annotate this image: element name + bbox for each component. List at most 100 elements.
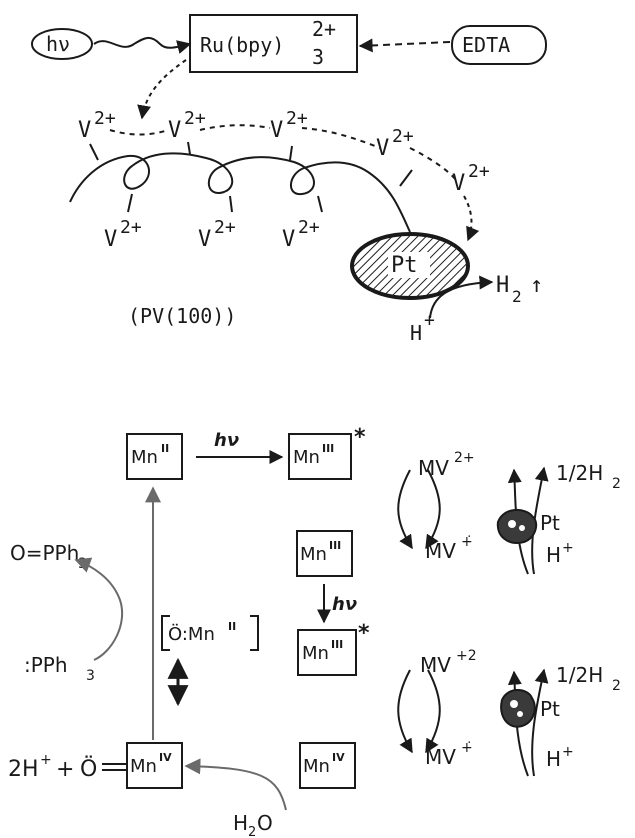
viologen-charge-6: 2+	[120, 217, 142, 238]
viologen-label-8: V	[282, 227, 295, 252]
mn2-box	[126, 433, 183, 480]
phosphine-oxide-label: O=PPh	[10, 541, 79, 565]
ru-complex-subscript: 3	[312, 45, 324, 69]
mn3-excited-oxidation: III	[322, 442, 334, 455]
proton-label-2: H	[546, 747, 561, 771]
water-o: O	[257, 811, 273, 835]
proton-label: H	[410, 321, 422, 345]
mn3-excited-label: Mn	[293, 447, 320, 468]
electron-hop-path	[109, 124, 457, 181]
pt-label-1: Pt	[540, 511, 560, 535]
plus-sign: +	[56, 757, 74, 782]
edta-label: EDTA	[462, 33, 510, 57]
viologen-charge-3: 2+	[286, 108, 308, 129]
ru-to-viologen-arrow	[137, 59, 187, 120]
mn3-label: Mn	[300, 544, 327, 565]
mn4-label-right: Mn	[303, 756, 330, 777]
phosphine-sub: 3	[86, 668, 95, 684]
bottom-scheme: Mn II hν Mn III * MV 2+ MV +̇ Pt 1/2H 2 …	[8, 425, 621, 838]
mvrad-charge-2: +̇	[461, 740, 473, 756]
pt-label: Pt	[391, 253, 418, 278]
electron-to-pt-arrow	[463, 195, 480, 242]
mn3-box	[296, 530, 353, 577]
viologen-charge-4: 2+	[392, 126, 414, 147]
mn3-excited-box-2	[297, 629, 357, 676]
mvplus2-label: MV	[420, 653, 451, 677]
pt-2-right-arrow	[531, 668, 549, 777]
pt-label-2: Pt	[540, 697, 560, 721]
water-sub: 2	[248, 825, 256, 838]
excited-star-2: *	[358, 621, 370, 646]
hv-label-1: hν	[214, 430, 239, 451]
viologen-charge-2: 2+	[184, 108, 206, 129]
mvplus2-charge: +2	[456, 648, 477, 664]
mv2-label: MV	[418, 456, 449, 480]
pt-particle-2-spot-a	[510, 700, 518, 708]
viologen-label-3: V	[270, 118, 283, 143]
pt-particle-1-spot-b	[519, 525, 525, 531]
light-source-oval	[31, 28, 93, 60]
excited-star-1: *	[354, 425, 366, 450]
viologen-charge-5: 2+	[468, 161, 490, 182]
light-label: hν	[46, 32, 70, 56]
mv-cycle-1-left-arrow	[397, 469, 413, 550]
ru-complex-charge: 2+	[312, 17, 336, 41]
h2-gas-arrow: ↑	[530, 273, 543, 298]
mn3-oxidation: III	[329, 539, 341, 552]
mv-cycle-2-right-arrow	[425, 669, 441, 754]
mv-cycle-1-right-arrow	[425, 469, 441, 550]
ru-complex-label: Ru(bpy)	[200, 33, 284, 57]
half-h2-sub-2: 2	[612, 678, 621, 694]
pt-particle-2	[500, 689, 536, 728]
viologen-label-5: V	[452, 171, 465, 196]
proton-charge: +	[424, 310, 435, 331]
mv2-charge: 2+	[454, 450, 475, 466]
mn3-excited-label-2: Mn	[302, 643, 329, 664]
phosphine-label: :PPh	[24, 653, 68, 677]
pt-particle-1	[496, 509, 538, 544]
mn3-excited-box	[288, 433, 352, 480]
viologen-label-2: V	[168, 118, 181, 143]
two-proton-charge: +	[40, 752, 52, 768]
viologen-label-4: V	[376, 136, 389, 161]
viologen-charge-1: 2+	[94, 108, 116, 129]
mvrad-label-2: MV	[425, 745, 456, 769]
phosphine-oxidation-arrow	[74, 557, 124, 661]
proton-reduction-arrow	[429, 275, 494, 319]
edta-dashed-arrow	[358, 38, 451, 53]
hv-label-2: hν	[332, 594, 357, 615]
mn4-oxidation-left: IV	[159, 751, 172, 764]
viologen-label-7: V	[198, 227, 211, 252]
pt-label-background	[388, 252, 430, 278]
h2-subscript: 2	[512, 287, 522, 306]
intermediate-label: Ö:Mn	[168, 623, 215, 645]
polymer-name: (PV(100))	[128, 304, 236, 328]
mn4-box-left	[126, 742, 183, 789]
oxo-double-bond	[102, 763, 126, 771]
half-h2-label-2: 1/2H	[556, 663, 603, 687]
mvrad-label-1: MV	[425, 539, 456, 563]
oxo-oxygen: Ö	[80, 756, 97, 782]
proton-charge-2: +	[562, 744, 574, 760]
two-proton-label: 2H	[8, 757, 39, 782]
half-h2-label-1: 1/2H	[556, 461, 603, 485]
ru-complex-box	[189, 14, 358, 73]
viologen-label-6: V	[104, 227, 117, 252]
intermediate-oxidation: II	[228, 620, 236, 633]
bracket-left	[161, 615, 170, 651]
half-h2-sub-1: 2	[612, 476, 621, 492]
mn2-label: Mn	[131, 447, 158, 468]
water-h: H	[233, 811, 248, 835]
viologen-charge-7: 2+	[214, 217, 236, 238]
bracket-right	[250, 615, 259, 651]
h2-label: H	[496, 273, 509, 298]
mn2-oxidation: II	[161, 442, 169, 455]
proton-label-1: H	[546, 543, 561, 567]
mvrad-charge-1: +̇	[461, 534, 473, 550]
pt-particle-2-spot-b	[517, 711, 523, 717]
polymer-side-chains	[89, 141, 413, 213]
pt-particle-1-spot-a	[508, 520, 516, 528]
mv-cycle-2-left-arrow	[397, 669, 413, 754]
